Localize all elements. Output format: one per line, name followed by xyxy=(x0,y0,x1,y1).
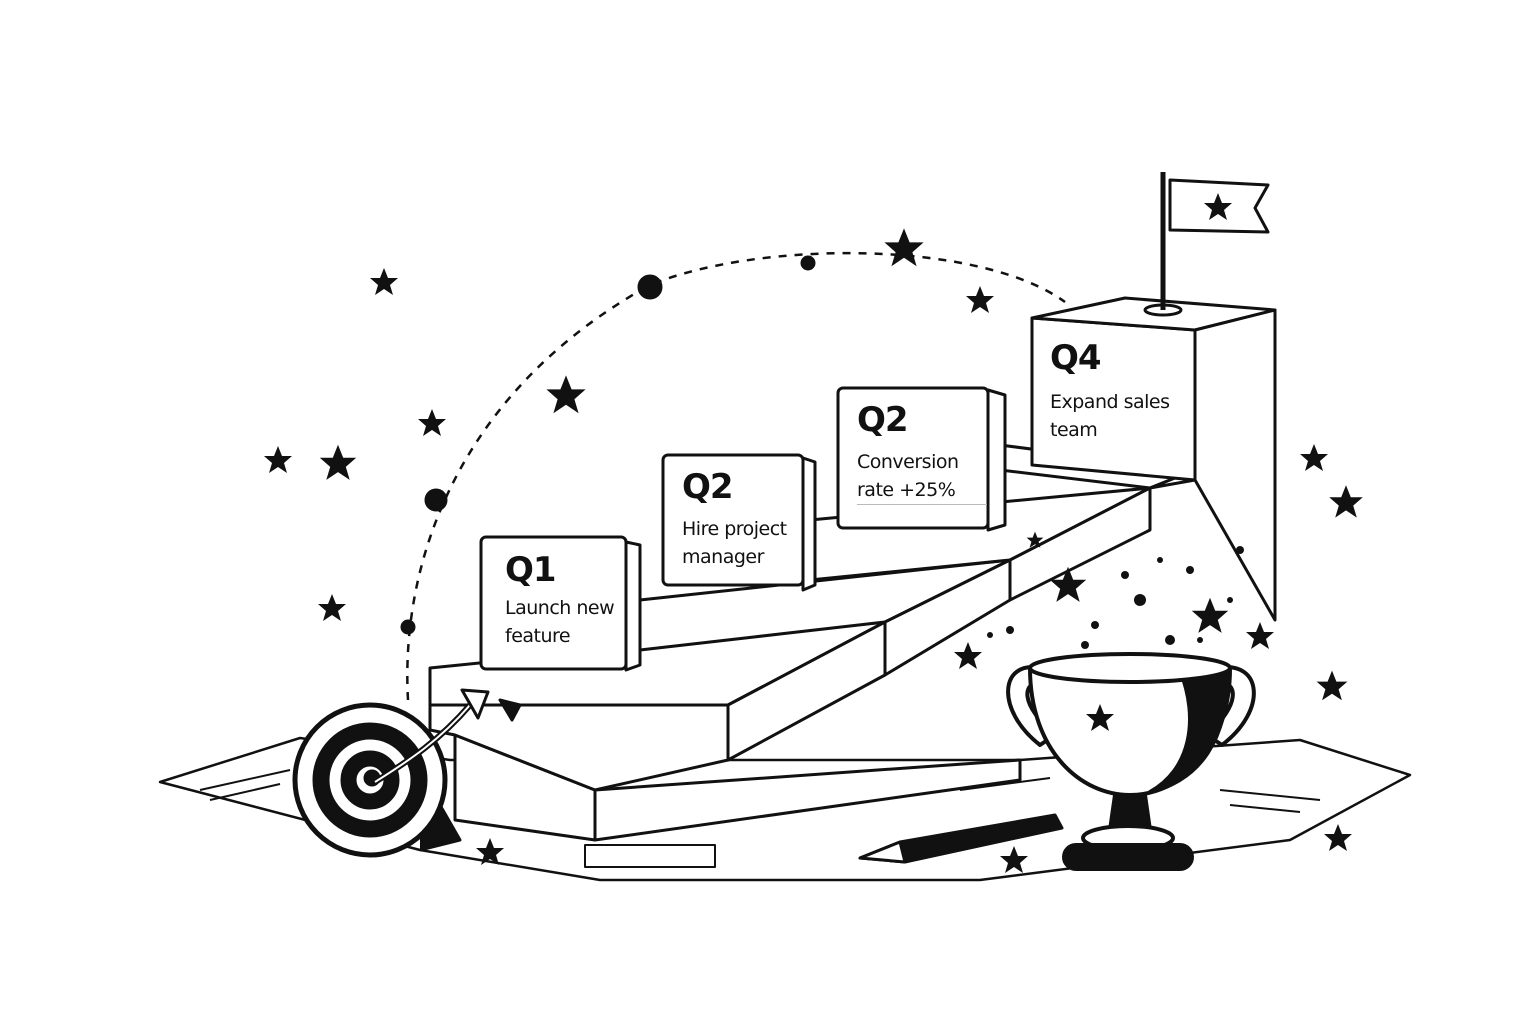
milestone-quarter: Q4 xyxy=(1050,338,1102,378)
milestone-card-q1: Q1 Launch new feature xyxy=(505,550,623,650)
arrow-icon xyxy=(373,688,522,785)
milestone-goal: Launch new feature xyxy=(505,597,615,647)
milestone-card-q4: Q4 Expand sales team xyxy=(1050,338,1185,444)
pencil-icon xyxy=(858,813,1064,864)
target-icon xyxy=(292,702,462,858)
milestone-quarter: Q2 xyxy=(682,467,734,507)
trophy-icon xyxy=(1006,652,1256,871)
milestone-goal: Expand sales team xyxy=(1050,391,1170,441)
milestone-quarter: Q2 xyxy=(857,400,909,440)
milestone-card-q2-conversion: Q2 Conversion rate +25% xyxy=(857,400,987,505)
paper-lines xyxy=(199,769,1321,868)
flag-star-icon xyxy=(1143,172,1270,317)
progress-path xyxy=(406,251,1066,701)
staircase xyxy=(428,296,1277,842)
confetti xyxy=(987,546,1244,649)
milestone-quarter: Q1 xyxy=(505,550,557,590)
milestone-goal: Hire project manager xyxy=(682,518,787,568)
milestone-card-q2-hire: Q2 Hire project manager xyxy=(682,467,800,571)
milestone-goal: Conversion rate +25% xyxy=(857,448,987,505)
cards xyxy=(479,386,1007,672)
